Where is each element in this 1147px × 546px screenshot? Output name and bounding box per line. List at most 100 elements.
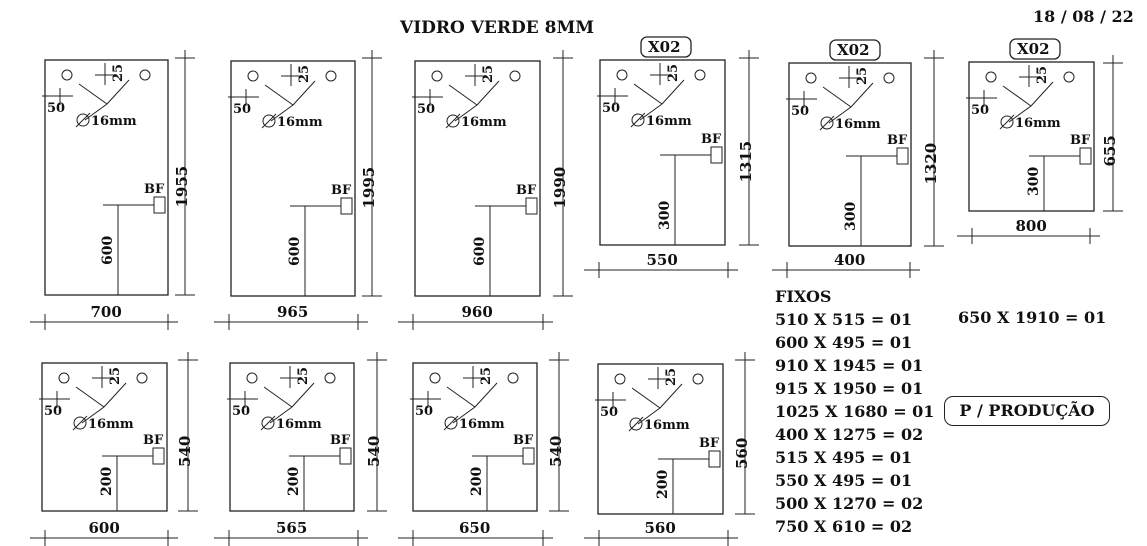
fixos-item: 1025 X 1680 = 01 [775, 402, 935, 421]
hole-right-icon [136, 372, 148, 384]
hole-left-icon [246, 372, 258, 384]
hinge-label: BF [701, 132, 722, 147]
drill-hole-icon [820, 116, 834, 130]
panel-outline [41, 362, 168, 512]
production-note: P / PRODUÇÃO [944, 396, 1110, 426]
panel-outline [599, 59, 726, 246]
hole-right-icon [692, 373, 704, 385]
offset-50-label: 50 [47, 101, 65, 116]
hole-left-icon [429, 372, 441, 384]
hole-left-icon [805, 72, 817, 84]
handle-diagonal-right [1030, 81, 1054, 107]
drill-hole-icon [629, 417, 643, 431]
drill-hole-slash [819, 115, 835, 131]
drill-hole-slash [445, 113, 461, 129]
offset-value-label: 600 [100, 236, 116, 265]
offset-value-label: 200 [99, 467, 115, 496]
drill-hole-slash [75, 112, 91, 128]
quantity-tag [829, 39, 881, 61]
quantity-tag [640, 36, 692, 58]
offset-value-label: 200 [655, 470, 671, 499]
offset-value-label: 300 [843, 202, 859, 231]
hole-diameter-label: 16mm [459, 417, 505, 432]
hole-left-icon [431, 70, 443, 82]
drill-hole-icon [73, 416, 87, 430]
offset-50-label: 50 [600, 405, 618, 420]
quantity-label: X02 [837, 41, 870, 59]
drill-hole-icon [1000, 115, 1014, 129]
height-value-label: 560 [733, 438, 751, 469]
width-value-label: 400 [834, 251, 865, 269]
hole-left-icon [616, 69, 628, 81]
hole-right-icon [139, 69, 151, 81]
width-value-label: 800 [1016, 217, 1047, 235]
hole-right-icon [883, 72, 895, 84]
handle-diagonal-right [661, 79, 685, 105]
drill-hole-icon [261, 416, 275, 430]
width-value-label: 650 [459, 519, 490, 537]
height-value-label: 1955 [173, 166, 191, 208]
offset-25-label: 25 [111, 64, 126, 82]
offset-50-label: 50 [232, 404, 250, 419]
height-value-label: 1315 [737, 141, 755, 183]
hole-diameter-label: 16mm [276, 417, 322, 432]
offset-50-label: 50 [602, 101, 620, 116]
hole-diameter-label: 16mm [461, 115, 507, 130]
offset-value-label: 600 [287, 237, 303, 266]
quantity-tag [1009, 38, 1061, 60]
panel-outline [597, 363, 724, 515]
sheet-title: VIDRO VERDE 8MM [400, 18, 595, 38]
offset-25-label: 25 [297, 65, 312, 83]
drill-hole-icon [631, 113, 645, 127]
fixos-item: 915 X 1950 = 01 [775, 379, 924, 398]
hinge-box [522, 447, 535, 465]
drill-hole-slash [628, 416, 644, 432]
offset-25-label: 25 [855, 67, 870, 85]
drill-hole-slash [261, 113, 277, 129]
offset-25-label: 25 [481, 65, 496, 83]
drill-hole-icon [76, 113, 90, 127]
hole-left-icon [61, 69, 73, 81]
height-value-label: 540 [365, 436, 383, 467]
hinge-label: BF [516, 183, 537, 198]
hinge-box [1079, 147, 1092, 165]
offset-50-label: 50 [44, 404, 62, 419]
height-value-label: 1320 [922, 143, 940, 185]
hole-left-icon [985, 71, 997, 83]
drill-hole-slash [443, 415, 459, 431]
fixos-item: 600 X 495 = 01 [775, 333, 913, 352]
offset-25-label: 25 [479, 367, 494, 385]
handle-diagonal-right [850, 82, 874, 108]
offset-25-label: 25 [1035, 66, 1050, 84]
handle-diagonal-left [263, 386, 293, 408]
width-value-label: 965 [277, 303, 308, 321]
hinge-label: BF [143, 433, 164, 448]
hole-diameter-label: 16mm [646, 114, 692, 129]
hole-diameter-label: 16mm [277, 115, 323, 130]
hole-right-icon [694, 69, 706, 81]
width-value-label: 960 [462, 303, 493, 321]
offset-25-label: 25 [666, 64, 681, 82]
hole-diameter-label: 16mm [835, 117, 881, 132]
handle-diagonal-right [103, 382, 127, 408]
hole-left-icon [614, 373, 626, 385]
fixos-item: 750 X 610 = 02 [775, 517, 913, 536]
width-value-label: 560 [645, 519, 676, 537]
offset-50-label: 50 [417, 102, 435, 117]
offset-value-label: 200 [286, 467, 302, 496]
hole-left-icon [58, 372, 70, 384]
sheet-date: 18 / 08 / 22 [1033, 7, 1134, 26]
panel-outline [230, 60, 356, 297]
drill-hole-icon [262, 114, 276, 128]
hole-right-icon [325, 70, 337, 82]
offset-value-label: 600 [472, 237, 488, 266]
offset-value-label: 300 [657, 201, 673, 230]
offset-50-label: 50 [415, 404, 433, 419]
hole-right-icon [1063, 71, 1075, 83]
